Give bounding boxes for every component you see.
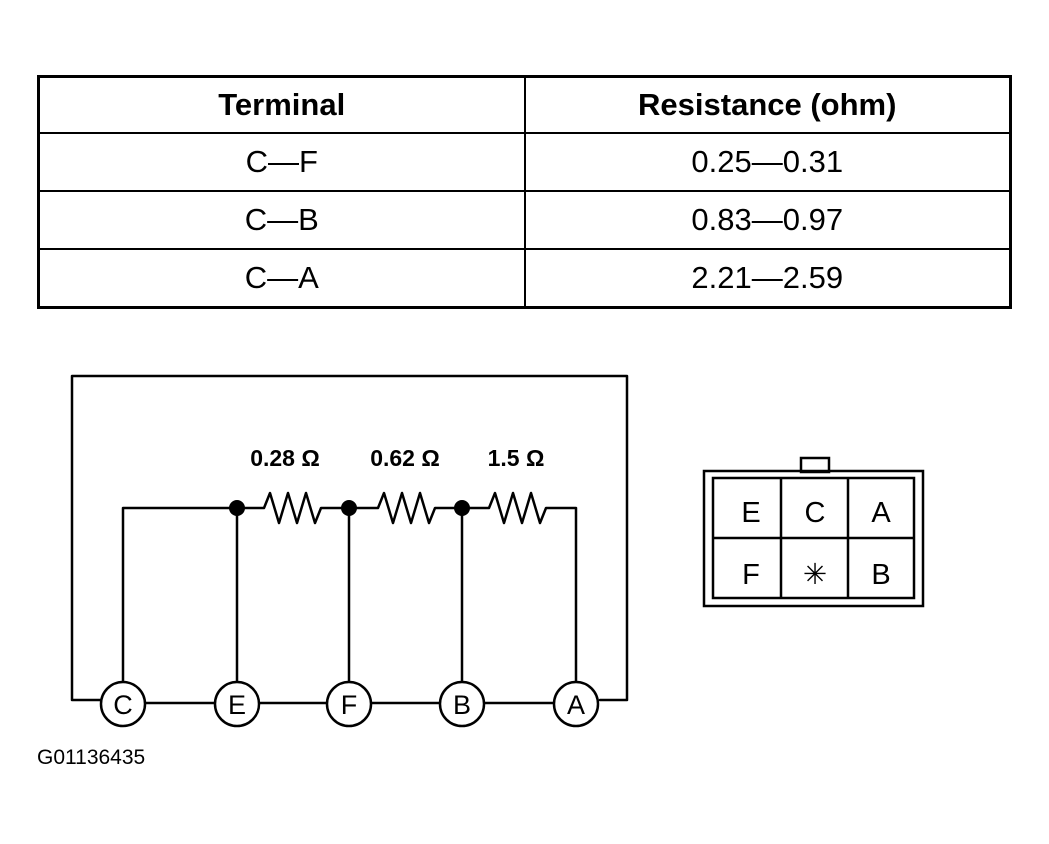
junction-dot xyxy=(454,500,470,516)
terminal-a xyxy=(552,680,600,728)
resistor-2-label: 0.62 Ω xyxy=(370,445,440,471)
terminal-a-label: A xyxy=(567,690,585,720)
terminal-e xyxy=(213,680,261,728)
resistor-3-label: 1.5 Ω xyxy=(488,445,545,471)
resistance-cell: 2.21—2.59 xyxy=(523,248,1012,309)
resistance-cell: 0.83—0.97 xyxy=(523,190,1012,250)
terminal-f-label: F xyxy=(341,690,358,720)
connector-outer xyxy=(702,469,925,608)
terminal-e-label: E xyxy=(228,690,246,720)
header-resistance: Resistance (ohm) xyxy=(523,75,1012,134)
terminal-c-label: C xyxy=(113,690,133,720)
table-row: C—A 2.21—2.59 xyxy=(37,248,1012,309)
connector-cell-blank: ✳ xyxy=(803,559,827,591)
resistor-3 xyxy=(460,491,578,684)
connector-cell-b: B xyxy=(871,559,890,591)
connector-grid xyxy=(713,478,914,598)
junction-dot xyxy=(229,500,245,516)
terminal-cell: C—F xyxy=(37,132,526,192)
connector-cell-c: C xyxy=(805,497,826,529)
connector-cell-f: F xyxy=(742,559,760,591)
resistor-1 xyxy=(235,491,351,525)
connector-cell-e: E xyxy=(741,497,760,529)
table-header-row: Terminal Resistance (ohm) xyxy=(37,75,1012,134)
terminal-f xyxy=(325,680,373,728)
housing-outline xyxy=(70,374,629,702)
table-row: C—F 0.25—0.31 xyxy=(37,132,1012,192)
header-terminal: Terminal xyxy=(37,75,526,134)
resistor-1-label: 0.28 Ω xyxy=(250,445,320,471)
resistance-table: Terminal Resistance (ohm) C—F 0.25—0.31 … xyxy=(37,75,1012,309)
terminal-b-label: B xyxy=(453,690,471,720)
terminal-cell: C—B xyxy=(37,190,526,250)
terminal-c-lead xyxy=(121,506,239,684)
resistor-2 xyxy=(347,491,464,525)
connector-cell-a: A xyxy=(871,497,891,529)
terminal-cell: C—A xyxy=(37,248,526,309)
table-row: C—B 0.83—0.97 xyxy=(37,190,1012,250)
figure-code: G01136435 xyxy=(37,746,146,769)
junction-dot xyxy=(341,500,357,516)
terminal-b xyxy=(438,680,486,728)
terminal-c xyxy=(99,680,147,728)
resistance-cell: 0.25—0.31 xyxy=(523,132,1012,192)
connector-view xyxy=(702,456,925,608)
